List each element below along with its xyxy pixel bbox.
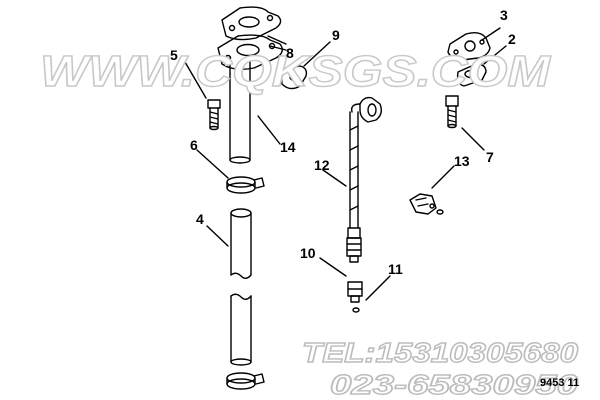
callout-14: 14 xyxy=(280,139,296,155)
o-ring xyxy=(352,307,360,313)
watermark-tel: TEL:15310305680 xyxy=(302,337,578,368)
drain-tube xyxy=(229,55,251,164)
bolt xyxy=(207,99,221,131)
hose-clamp-upper xyxy=(226,176,265,194)
callout-11: 11 xyxy=(388,261,403,277)
connector xyxy=(456,63,487,87)
callout-8: 8 xyxy=(286,45,294,61)
hose-upper xyxy=(230,208,252,279)
braided-hose xyxy=(346,96,383,263)
callout-12: 12 xyxy=(314,157,330,173)
small-gasket xyxy=(280,65,308,90)
callout-3: 3 xyxy=(500,7,508,23)
callout-7: 7 xyxy=(486,149,494,165)
flange-gasket-top xyxy=(221,6,282,41)
hose-clamp-lower xyxy=(226,372,265,390)
fitting-right xyxy=(445,95,459,129)
leader-lines xyxy=(184,27,507,301)
callout-4: 4 xyxy=(196,211,204,227)
callout-5: 5 xyxy=(170,47,178,63)
elbow-connector xyxy=(409,193,444,215)
watermark-url: WWW.CQKSGS.COM xyxy=(40,47,552,96)
callout-2: 2 xyxy=(508,31,516,47)
callout-6: 6 xyxy=(190,137,198,153)
callout-13: 13 xyxy=(454,153,470,169)
figure-ref: 9453 11 xyxy=(540,377,579,389)
hose-lower xyxy=(230,293,252,366)
watermark-phone: 023-65830950 xyxy=(330,369,579,400)
callout-9: 9 xyxy=(332,27,340,43)
adapter-fitting xyxy=(347,281,363,303)
callout-10: 10 xyxy=(300,245,316,261)
